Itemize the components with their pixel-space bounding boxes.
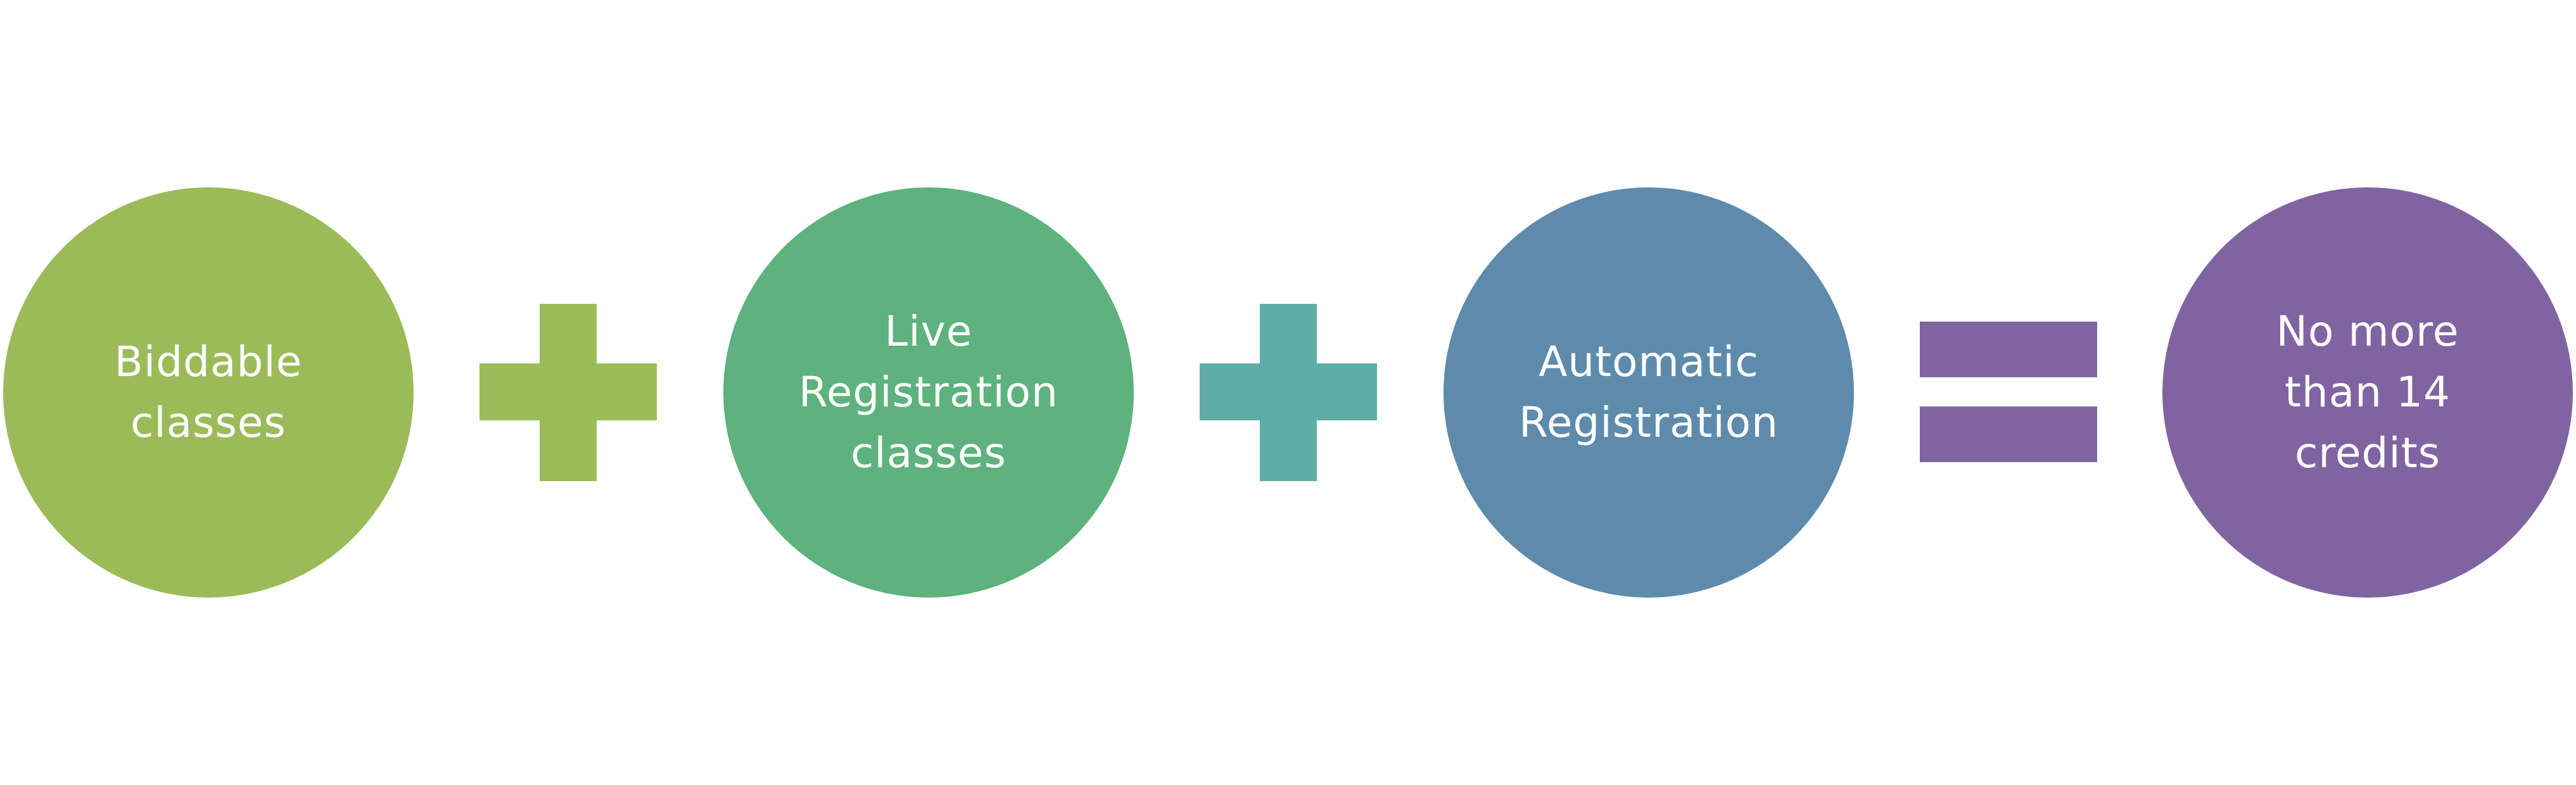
circle-label: Automatic Registration — [1519, 332, 1779, 453]
circle-label: Biddable classes — [115, 332, 303, 453]
equals-icon — [1920, 322, 2097, 463]
circle-label: Live Registration classes — [799, 301, 1058, 484]
plus-vertical-bar — [540, 304, 597, 481]
circle-label-line: Biddable — [114, 337, 303, 386]
circle-automatic-registration: Automatic Registration — [1443, 187, 1854, 598]
plus-vertical-bar — [1260, 304, 1317, 481]
circle-live-registration-classes: Live Registration classes — [723, 187, 1134, 598]
circle-no-more-than-14-credits: No more than 14 credits — [2162, 187, 2573, 598]
circle-label-line: Registration — [1519, 398, 1779, 447]
plus-icon — [479, 304, 657, 481]
circle-biddable-classes: Biddable classes — [3, 187, 414, 598]
plus-icon — [1200, 304, 1377, 481]
circle-label-line: classes — [851, 429, 1006, 477]
circle-label-line: No more — [2276, 307, 2459, 356]
circle-label-line: credits — [2294, 429, 2441, 477]
equals-bottom-bar — [1920, 406, 2097, 462]
circle-label-line: Live — [884, 307, 973, 356]
circle-label-line: classes — [130, 398, 286, 447]
equals-top-bar — [1920, 322, 2097, 377]
circle-label-line: Registration — [799, 368, 1058, 417]
circle-label: No more than 14 credits — [2276, 301, 2459, 484]
circle-label-line: Automatic — [1539, 337, 1759, 386]
circle-label-line: than 14 — [2285, 368, 2451, 417]
